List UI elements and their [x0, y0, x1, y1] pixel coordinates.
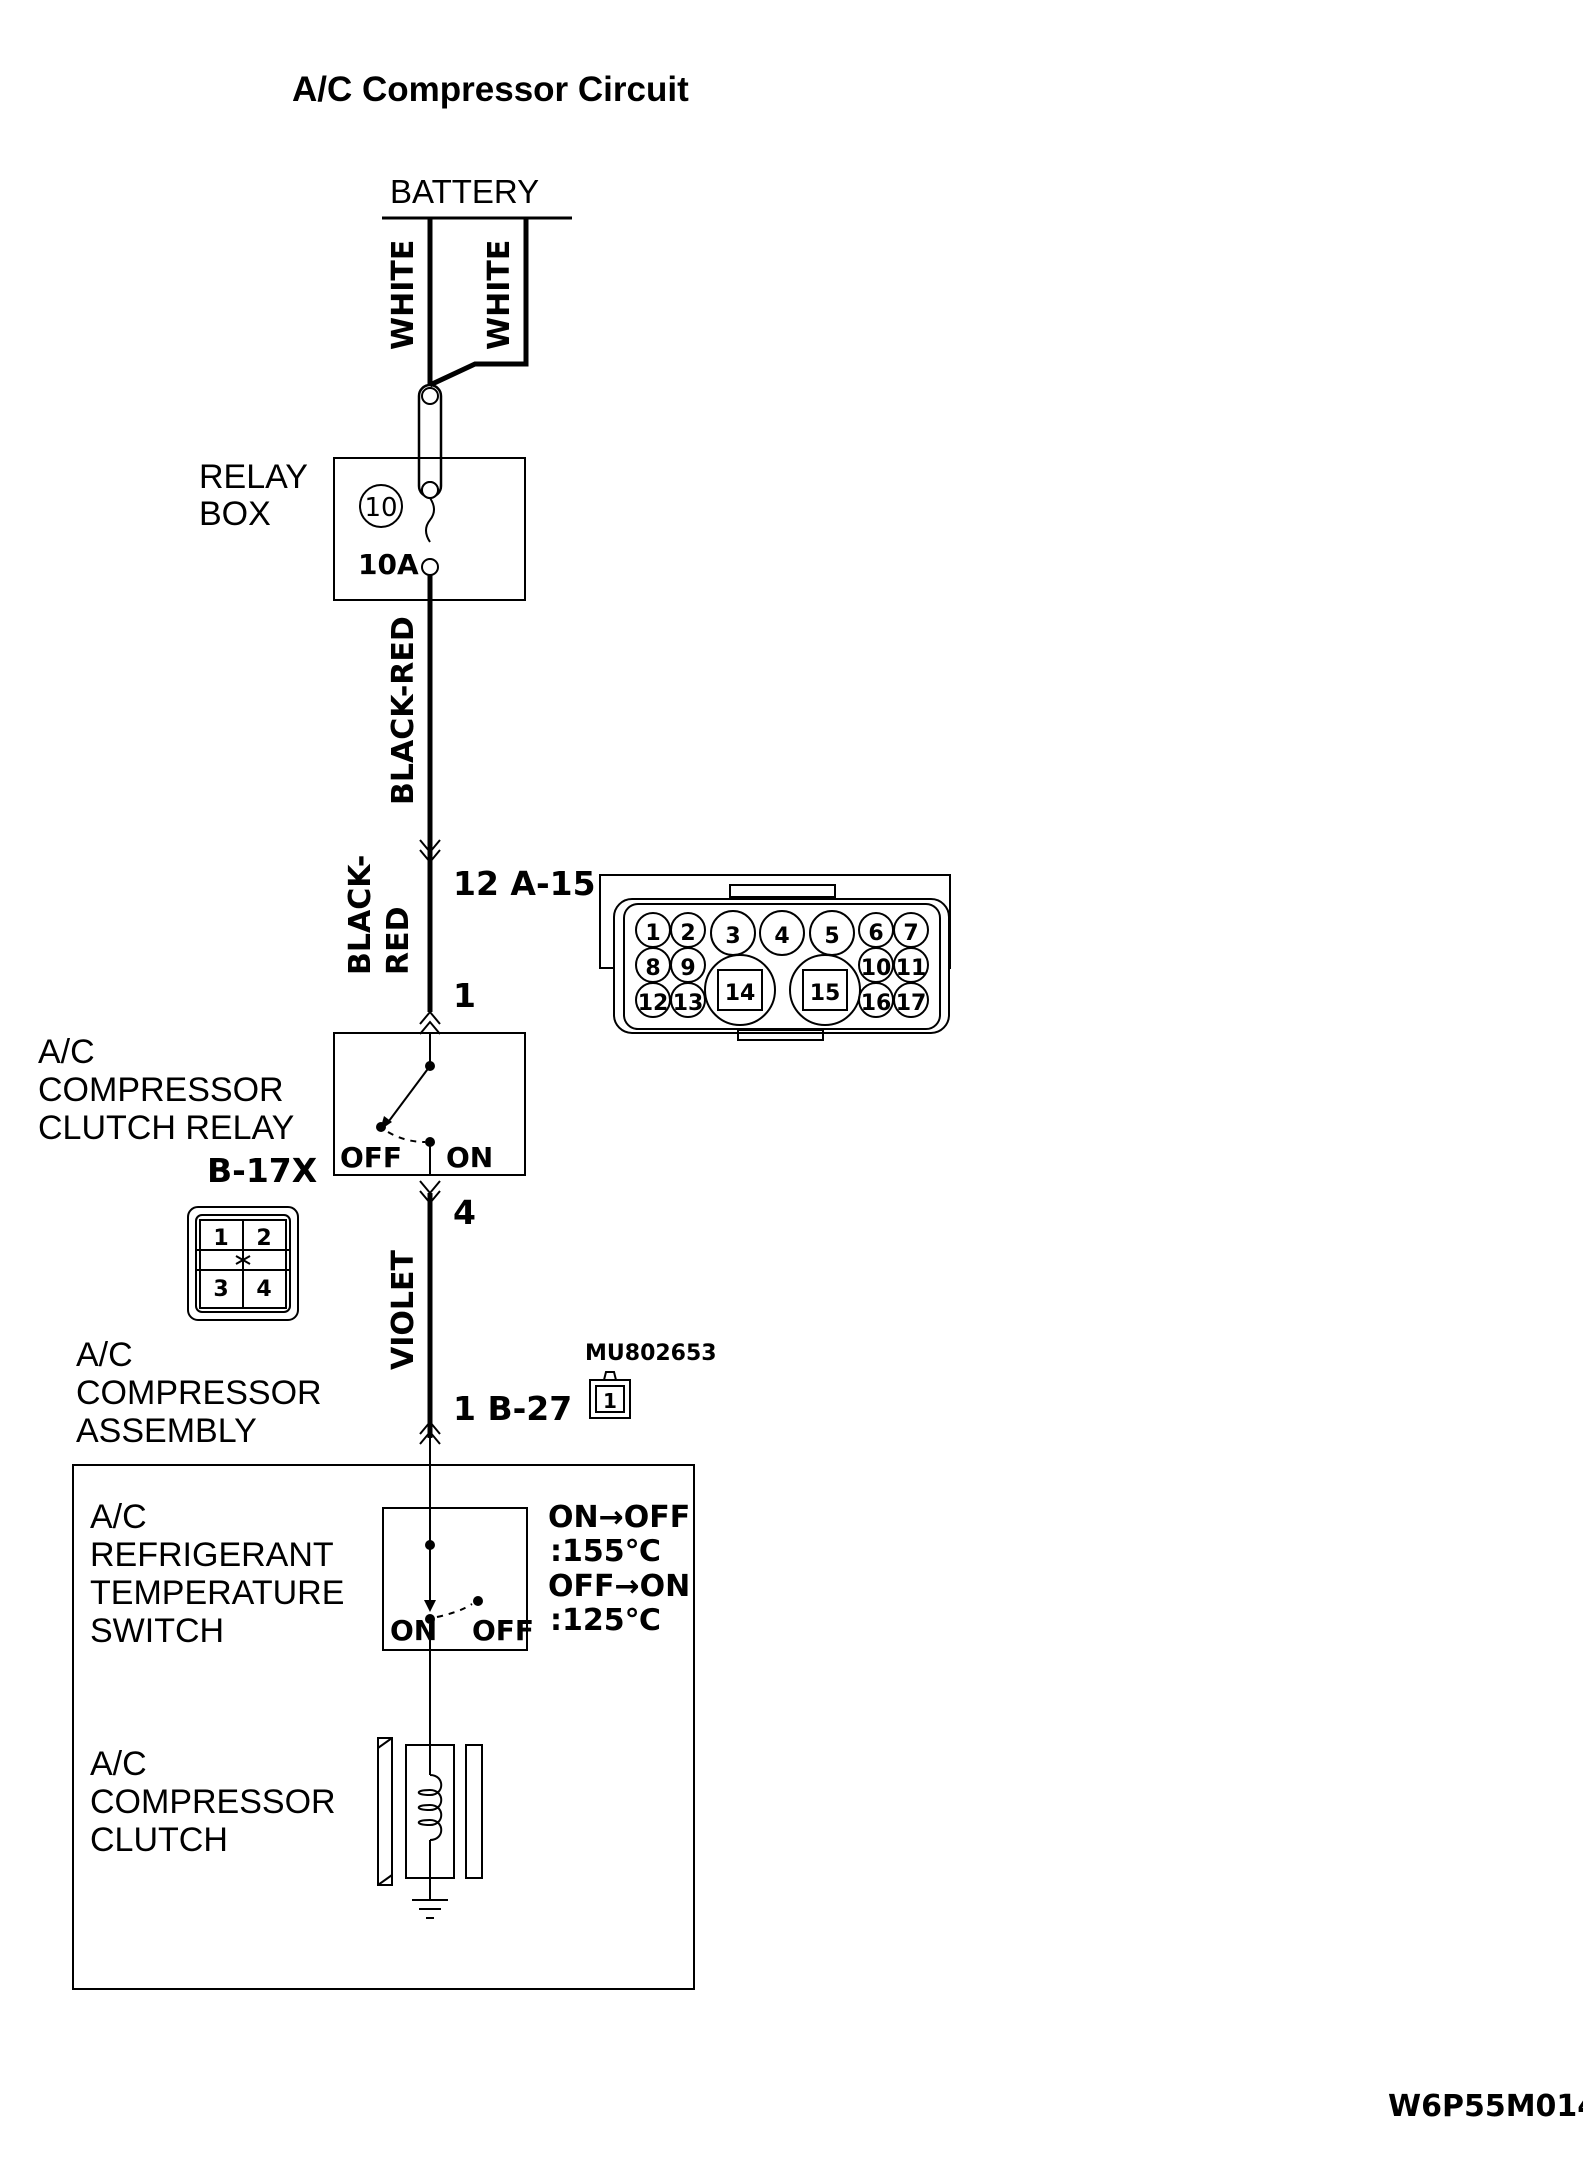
pin-16: 16 [861, 991, 892, 1016]
pin-5: 5 [824, 924, 839, 949]
connector-b27-marker: 1 B-27 MU802653 1 [419, 1341, 717, 1445]
temp-switch-spec-2: :155℃ [550, 1534, 661, 1569]
pin-10: 10 [861, 956, 892, 981]
fuse-number-circle [359, 484, 403, 528]
temp-switch-label-2: REFRIGERANT [90, 1536, 334, 1574]
relay-pin-1-label: 1 [453, 976, 476, 1015]
clutch-label-1: A/C [90, 1745, 147, 1783]
temp-switch-label-3: TEMPERATURE [90, 1574, 344, 1612]
wire-label-white-left: WHITE [386, 240, 421, 350]
battery: BATTERY [382, 173, 572, 220]
temp-switch-off: OFF [472, 1614, 534, 1647]
wire-label-violet: VIOLET [386, 1250, 421, 1370]
clutch-relay: A/C COMPRESSOR CLUTCH RELAY B-17X OFF ON [38, 1032, 526, 1190]
relay-pin-4-label: 4 [453, 1193, 476, 1232]
compressor-assembly-label-2: COMPRESSOR [76, 1374, 322, 1412]
clutch-relay-label-2: COMPRESSOR [38, 1071, 284, 1109]
battery-label: BATTERY [390, 173, 539, 210]
relay-out-marker: 4 [419, 1180, 476, 1232]
compressor-clutch: A/C COMPRESSOR CLUTCH [90, 1650, 483, 1919]
fuse-rating: 10A [358, 548, 419, 581]
pin-11: 11 [896, 956, 927, 981]
temp-switch: A/C REFRIGERANT TEMPERATURE SWITCH ON OF… [90, 1498, 690, 1651]
wire-label-white-right: WHITE [482, 240, 517, 350]
compressor-assembly-label-1: A/C [76, 1336, 133, 1374]
wire-black-red: BLACK-RED BLACK- RED [343, 575, 433, 1012]
pin-12: 12 [638, 991, 669, 1016]
pin-row-2: 8 9 14 15 10 11 [635, 947, 929, 1026]
connector-a15-label: 12 A-15 [453, 864, 596, 903]
clutch-relay-label-1: A/C [38, 1033, 95, 1071]
diagram-title: A/C Compressor Circuit [292, 70, 689, 109]
temp-switch-spec-4: :125℃ [550, 1603, 661, 1638]
pin-8: 8 [645, 956, 660, 981]
clutch-label-3: CLUTCH [90, 1821, 228, 1859]
compressor-assembly: A/C COMPRESSOR ASSEMBLY [72, 1336, 695, 1990]
connector-a15-marker: 12 A-15 1 [419, 839, 596, 1035]
clutch-relay-off: OFF [340, 1141, 402, 1174]
connector-b27-label: 1 B-27 [453, 1389, 572, 1428]
pin-13: 13 [673, 991, 704, 1016]
pin-14: 14 [725, 981, 756, 1006]
clutch-relay-label-3: CLUTCH RELAY [38, 1109, 294, 1147]
connector-b17x-face: 1 2 3 4 [187, 1206, 299, 1321]
wire-label-black-red-2a: BLACK- [343, 855, 378, 975]
wire-label-black-red: BLACK-RED [386, 616, 421, 805]
pin-17: 17 [896, 991, 927, 1016]
pin-6: 6 [868, 921, 883, 946]
figure-code: W6P55M014A [1388, 2089, 1583, 2124]
connector-a15-face: 1 2 3 4 5 6 7 8 9 14 15 10 [599, 874, 951, 1041]
b17x-pin-4: 4 [256, 1277, 271, 1302]
clutch-label-2: COMPRESSOR [90, 1783, 336, 1821]
temp-switch-label-1: A/C [90, 1498, 147, 1536]
pin-4: 4 [774, 924, 789, 949]
wire-violet: VIOLET [386, 1193, 433, 1438]
temp-switch-spec-1: ON→OFF [548, 1500, 690, 1535]
b17x-pin-1: 1 [213, 1226, 228, 1251]
pin-15: 15 [810, 981, 841, 1006]
pin-3: 3 [725, 924, 740, 949]
clutch-relay-connector-id: B-17X [207, 1151, 317, 1190]
pin-7: 7 [903, 921, 918, 946]
b17x-pin-3: 3 [213, 1277, 228, 1302]
relay-box: RELAY BOX 10 10A [199, 457, 526, 601]
b17x-pin-2: 2 [256, 1226, 271, 1251]
connector-b27-part: MU802653 [585, 1341, 717, 1366]
temp-switch-on: ON [390, 1614, 437, 1647]
clutch-relay-on: ON [446, 1141, 493, 1174]
relay-box-label-2: BOX [199, 495, 271, 533]
wire-label-black-red-2b: RED [381, 907, 416, 976]
pin-9: 9 [680, 956, 695, 981]
temp-switch-spec-3: OFF→ON [548, 1569, 690, 1604]
compressor-assembly-label-3: ASSEMBLY [76, 1412, 257, 1450]
fuse-number: 10 [364, 493, 397, 523]
temp-switch-label-4: SWITCH [90, 1612, 224, 1650]
pin-row-3: 12 13 16 17 [635, 982, 929, 1018]
wire-white-pair: WHITE WHITE [386, 218, 529, 388]
pin-1: 1 [645, 921, 660, 946]
connector-b27-pin: 1 [603, 1389, 617, 1413]
pin-2: 2 [680, 921, 695, 946]
relay-box-label-1: RELAY [199, 458, 308, 496]
